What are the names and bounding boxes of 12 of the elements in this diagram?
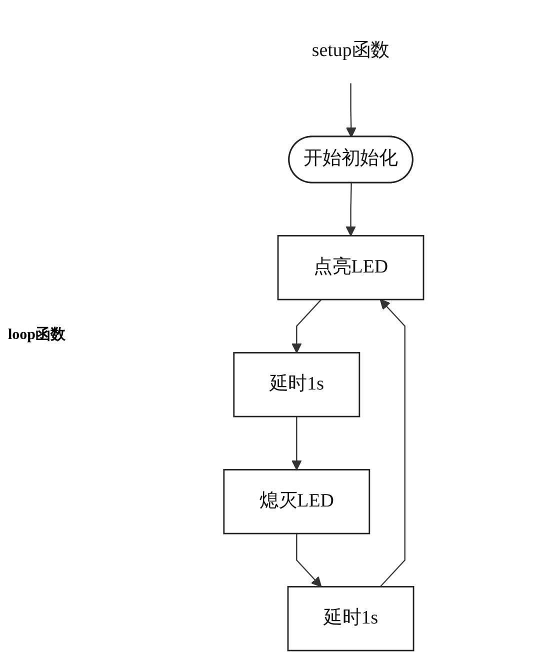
arrow (296, 533, 322, 587)
node-box: 点亮LED (277, 234, 424, 300)
arrow (346, 182, 356, 236)
arrow (346, 82, 356, 138)
arrow (291, 416, 302, 470)
node-box: 熄灭LED (223, 468, 370, 534)
node-text: setup函数 (312, 40, 390, 60)
node-box: 延时1s (233, 352, 360, 417)
arrow (380, 298, 406, 587)
arrow (291, 298, 322, 353)
node-box: 延时1s (287, 586, 414, 651)
bracket-label: loop函数 (8, 326, 67, 344)
